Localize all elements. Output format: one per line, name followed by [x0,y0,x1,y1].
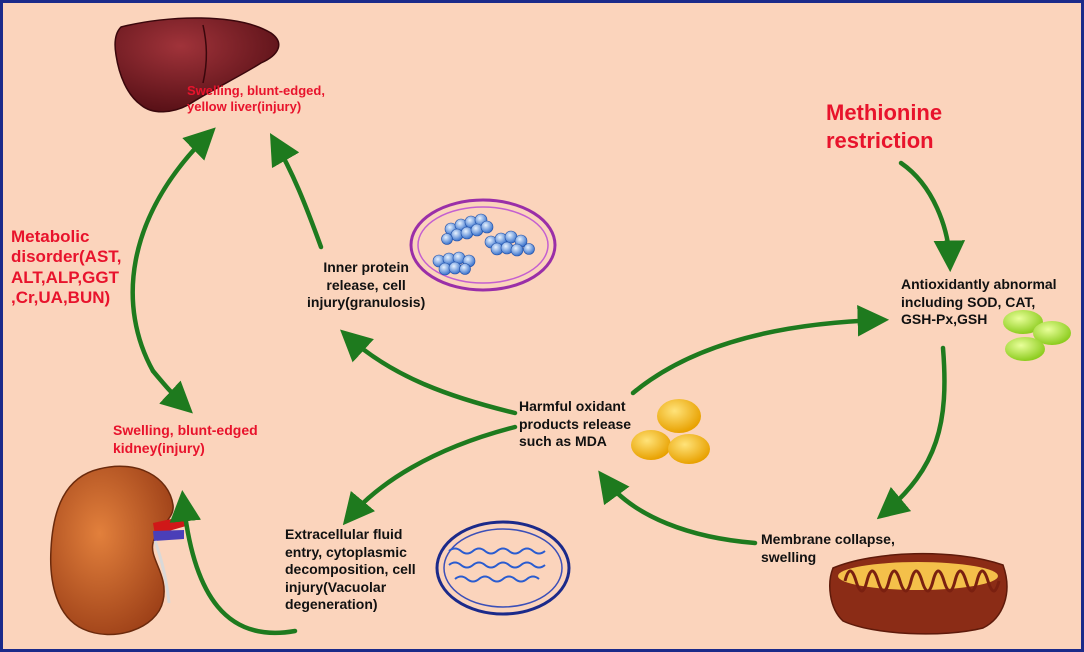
liver-label: Swelling, blunt-edged, yellow liver(inju… [187,83,325,116]
diagram-graphics [49,17,1071,636]
membrane-label: Membrane collapse, swelling [761,531,895,566]
liver-icon [114,17,280,113]
arrow-metabolic-to-liver [130,127,216,374]
extracellular-line: Extracellular fluid [285,526,403,542]
arrow-metabolic-to-kidney [150,368,193,414]
arrows [130,127,966,636]
antioxidant-line: including SOD, CAT, [901,293,1036,310]
arrow-methionine-to-antioxidant [898,160,966,273]
metabolic-line: disorder(AST, [11,247,122,267]
methionine-line: Methionine [826,100,943,125]
inner-protein-line: Inner protein [323,259,409,275]
extracellular-label: Extracellular fluid entry, cytoplasmic d… [285,526,416,614]
kidney-line: Swelling, blunt-edged [113,422,258,438]
membrane-line: Membrane collapse, [761,531,895,547]
arrow-harmful-to-inner [340,329,518,416]
antioxidant-label: Antioxidantly abnormal including SOD, CA… [901,276,1057,329]
harmful-line: products release [519,415,632,432]
kidney-icon [49,465,186,636]
inner-protein-line: injury(granulosis) [307,294,426,310]
inner-protein-label: Inner protein release, cell injury(granu… [307,259,425,312]
antioxidant-spheres-icon [1003,310,1071,361]
metabolic-label: Metabolic disorder(AST, ALT,ALP,GGT ,Cr,… [11,227,122,309]
mitochondrion-icon [829,552,1008,635]
vacuole-cell-icon [435,520,571,616]
extracellular-line: injury(Vacuolar [285,578,387,595]
liver-line: Swelling, blunt-edged, [187,83,325,98]
liver-line: yellow liver(injury) [187,99,302,115]
arrow-extracellular-to-kidney [169,489,298,636]
extracellular-line: entry, cytoplasmic [285,543,407,560]
metabolic-line: ,Cr,UA,BUN) [11,288,111,308]
antioxidant-line: Antioxidantly abnormal [901,276,1057,292]
harmful-label: Harmful oxidant products release such as… [519,398,631,451]
arrow-antioxidant-to-membrane [876,345,947,520]
methionine-label: Methionine restriction [826,99,942,154]
harmful-line: Harmful oxidant [519,398,626,414]
harmful-line: such as MDA [519,433,607,449]
antioxidant-line: GSH-Px,GSH [901,311,988,327]
metabolic-line: ALT,ALP,GGT [11,267,119,287]
methionine-line: restriction [826,127,934,153]
kidney-label: Swelling, blunt-edged kidney(injury) [113,422,258,457]
granule-cell-icon [409,198,557,292]
metabolic-line: Metabolic [11,227,90,246]
arrow-harmful-to-antioxidant [630,304,890,396]
arrow-inner-to-liver [269,132,324,250]
arrow-harmful-to-extracellular [342,424,518,526]
membrane-line: swelling [761,548,817,565]
extracellular-line: degeneration) [285,596,378,612]
arrow-membrane-to-harmful [598,470,758,546]
inner-protein-line: release, cell [326,276,406,293]
extracellular-line: decomposition, cell [285,561,416,577]
mda-spheres-icon [631,399,710,464]
kidney-line: kidney(injury) [113,439,205,456]
